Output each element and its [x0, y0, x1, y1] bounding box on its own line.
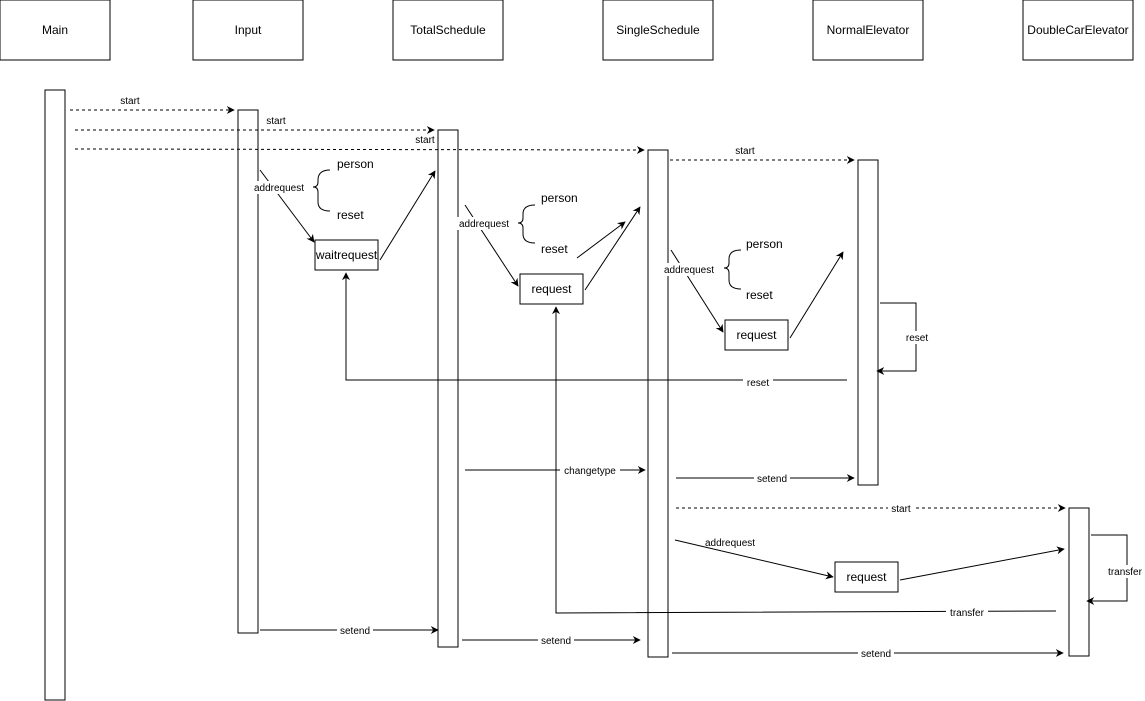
message-single-addrequest-double: addrequest: [674, 538, 834, 580]
message-input-setend: setend: [260, 624, 439, 637]
brace-label-person: person: [337, 157, 374, 171]
participant-total-schedule: TotalSchedule: [392, 0, 504, 61]
message-label: reset: [906, 333, 928, 344]
message-label: start: [266, 116, 286, 127]
message-single-setend-double: setend: [672, 647, 1064, 660]
participant-double-car-elevator: DoubleCarElevator: [1022, 0, 1134, 61]
message-single-setend-normal: setend: [676, 472, 855, 485]
brace-input: person reset: [312, 157, 374, 222]
arrow-request-to-single: [584, 206, 641, 291]
message-label: addrequest: [664, 265, 714, 276]
message-label: changetype: [564, 466, 616, 477]
message-single-start-double: start: [676, 502, 1066, 515]
message-total-changetype: changetype: [465, 464, 646, 477]
message-total-setend: setend: [462, 634, 641, 647]
participant-normal-elevator: NormalElevator: [812, 0, 924, 61]
brace-single: person reset: [723, 237, 783, 302]
message-label: setend: [541, 636, 571, 647]
message-label: transfer: [1108, 567, 1143, 578]
brace-label-reset: reset: [541, 242, 568, 256]
activation-single-schedule: [647, 149, 669, 658]
arrow-waitrequest-to-total: [379, 170, 436, 261]
message-label: start: [891, 504, 911, 515]
message-label: start: [415, 135, 435, 146]
participant-input: Input: [192, 0, 304, 61]
node-request-total: request: [519, 273, 584, 305]
message-label: setend: [861, 649, 891, 660]
node-waitrequest-label: waitrequest: [315, 248, 378, 262]
message-label: setend: [340, 626, 370, 637]
message-label: setend: [757, 474, 787, 485]
arrow-request-to-double: [899, 546, 1065, 581]
participant-single-schedule-label: SingleSchedule: [616, 23, 700, 37]
message-label: start: [735, 146, 755, 157]
message-input-addrequest: addrequest: [251, 169, 315, 243]
message-label: addrequest: [254, 183, 304, 194]
brace-label-person: person: [541, 191, 578, 205]
message-double-transfer-back: transfer: [552, 306, 1057, 619]
node-request-single: request: [724, 319, 789, 351]
participant-main-label: Main: [42, 23, 68, 37]
activation-total-schedule: [437, 129, 459, 648]
participant-normal-elevator-label: NormalElevator: [827, 23, 910, 37]
message-label: transfer: [950, 608, 985, 619]
activation-normal-elevator: [857, 159, 879, 486]
brace-total: person reset: [517, 191, 578, 256]
node-request-double: request: [834, 561, 899, 593]
message-main-start-input: start: [70, 96, 235, 114]
node-waitrequest: waitrequest: [314, 239, 379, 271]
message-label: addrequest: [705, 538, 755, 549]
activation-input: [237, 109, 259, 634]
message-single-addrequest-normal: addrequest: [661, 249, 724, 333]
arrow-request-to-normal: [789, 251, 844, 339]
activation-main: [44, 89, 66, 701]
message-single-start-normal: start: [670, 146, 855, 164]
brace-label-reset: reset: [746, 288, 773, 302]
node-request-label: request: [531, 282, 572, 296]
message-normal-reset-self: reset: [876, 302, 932, 375]
brace-label-person: person: [746, 237, 783, 251]
message-normal-reset-back: reset: [342, 272, 847, 389]
message-total-addrequest: addrequest: [456, 204, 519, 287]
participant-input-label: Input: [235, 23, 262, 37]
arrow-total-reset-to-single: [576, 221, 626, 259]
activation-double-car-elevator: [1068, 507, 1090, 657]
message-main-start-total: start: [75, 116, 435, 134]
message-label: start: [120, 96, 140, 107]
participant-single-schedule: SingleSchedule: [602, 0, 714, 61]
participant-main: Main: [0, 0, 111, 61]
message-main-start-single: start: [74, 135, 645, 154]
message-double-transfer-self: transfer: [1086, 534, 1144, 605]
node-request-label: request: [736, 328, 777, 342]
participant-double-car-elevator-label: DoubleCarElevator: [1027, 23, 1128, 37]
message-label: addrequest: [459, 219, 509, 230]
node-request-label: request: [846, 570, 887, 584]
brace-label-reset: reset: [337, 208, 364, 222]
participant-total-schedule-label: TotalSchedule: [410, 23, 486, 37]
message-label: reset: [747, 378, 769, 389]
